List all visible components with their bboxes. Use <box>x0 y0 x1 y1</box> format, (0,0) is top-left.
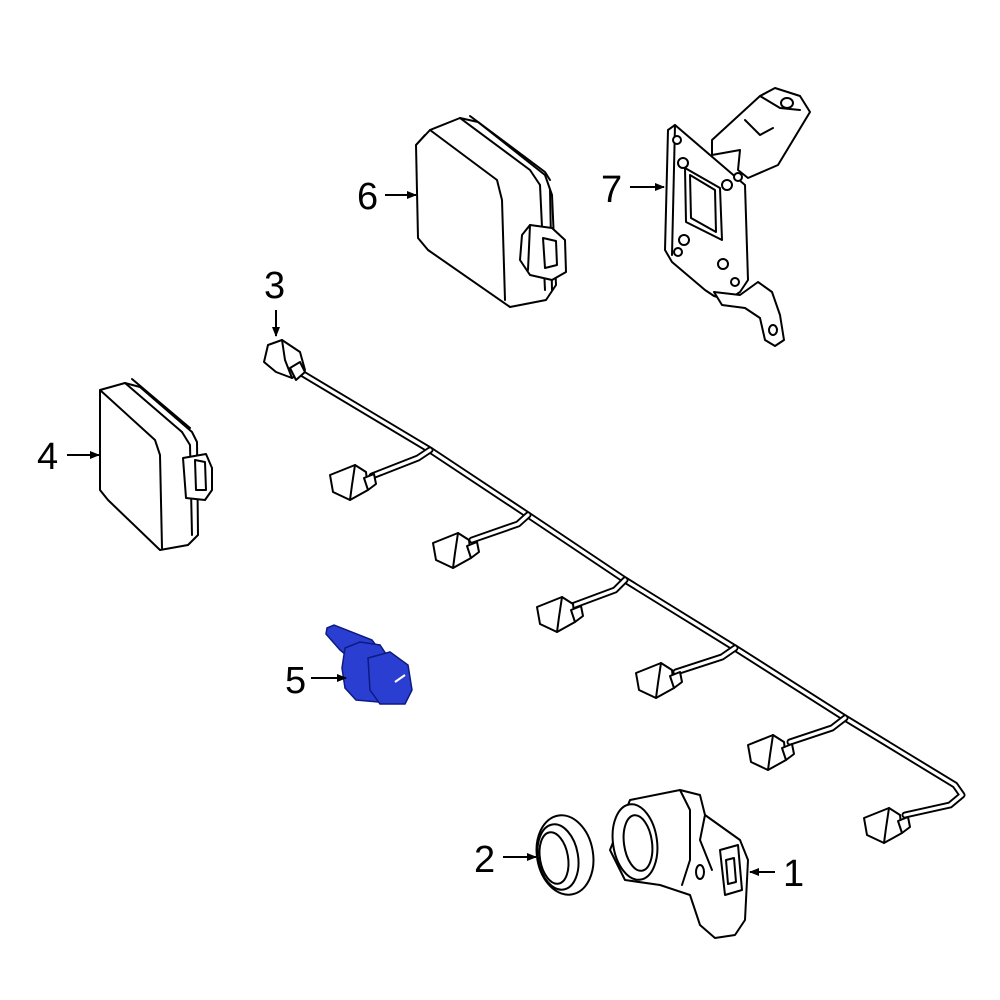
harness-connector <box>329 464 377 501</box>
sensor-part-5-highlighted[interactable] <box>325 624 413 705</box>
retaining-ring-part-2[interactable] <box>530 811 599 900</box>
callout-5: 5 <box>285 660 306 702</box>
parking-sensor-part-1[interactable] <box>608 789 749 939</box>
callout-2: 2 <box>474 839 495 881</box>
harness-connector <box>635 662 683 699</box>
harness-connector <box>432 532 480 569</box>
harness-connector <box>863 807 911 844</box>
wiring-harness-part-3[interactable] <box>263 339 966 844</box>
mounting-bracket-part-7[interactable] <box>664 87 811 347</box>
callout-4: 4 <box>37 436 58 478</box>
callout-arrows <box>67 183 775 876</box>
harness-connector <box>747 734 795 771</box>
module-part-4[interactable] <box>99 378 213 551</box>
callout-3: 3 <box>264 265 285 307</box>
callout-7: 7 <box>601 169 622 211</box>
control-module-part-6[interactable] <box>415 115 567 308</box>
harness-connector <box>536 596 584 633</box>
callout-6: 6 <box>357 176 378 218</box>
callout-1: 1 <box>783 853 804 895</box>
